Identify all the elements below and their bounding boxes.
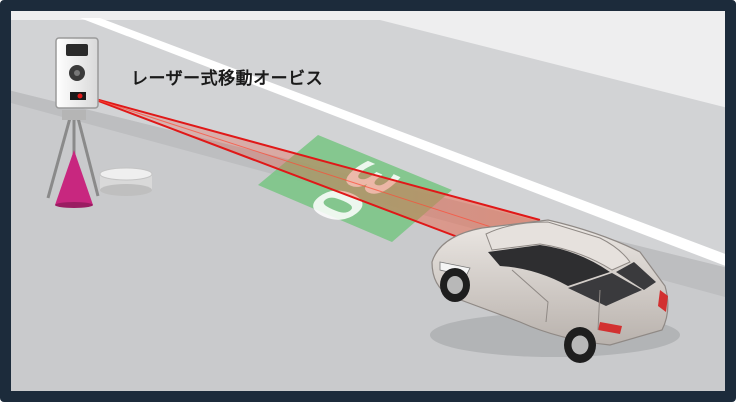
car-front-wheel bbox=[440, 268, 470, 302]
car-icon bbox=[430, 219, 680, 363]
car-roof bbox=[485, 221, 631, 271]
laser-beam-area bbox=[88, 97, 540, 250]
camera-top-window bbox=[66, 44, 88, 56]
laser-beam-upper bbox=[87, 96, 541, 221]
laser-speed-camera-icon bbox=[46, 37, 100, 208]
laser-beam-lower bbox=[87, 96, 493, 251]
car-rear-window bbox=[616, 262, 656, 290]
control-unit-box bbox=[99, 167, 153, 196]
tripod-icon bbox=[46, 110, 100, 208]
car-side-window bbox=[568, 273, 642, 306]
car-windshield bbox=[488, 245, 610, 286]
laser-beam-center bbox=[87, 96, 517, 236]
diagram-caption: レーザー式移動オービス bbox=[131, 69, 324, 89]
road-edge-line bbox=[80, 18, 725, 266]
car-tail-light bbox=[658, 290, 668, 312]
car-rear-wheel bbox=[564, 327, 596, 363]
road-far-lane bbox=[11, 20, 725, 268]
tripod-base bbox=[55, 150, 93, 205]
